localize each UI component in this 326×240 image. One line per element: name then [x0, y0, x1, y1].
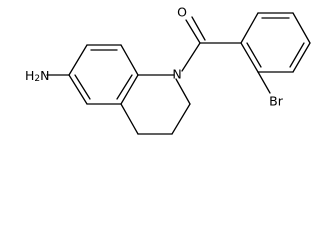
bond-c8a-c4a — [120, 44, 139, 76]
bromine-label: Br — [269, 94, 284, 109]
aromatic-ring-quinoline — [68, 44, 139, 105]
ring-nitrogen-label: N — [172, 67, 181, 82]
amine-n-label: N — [40, 68, 49, 83]
molecule-structure-diagram: O N Br H2N — [25, 5, 311, 135]
bond-p4-p5 — [292, 42, 311, 73]
bond-c4-c4a — [120, 103, 139, 135]
carbonyl-group — [181, 16, 242, 72]
bond-c2-c3 — [171, 103, 191, 135]
oxygen-label: O — [177, 5, 187, 20]
bond-c8-c8a — [120, 74, 139, 105]
carbonyl-double-bond-2 — [191, 16, 206, 41]
double-bond-p-right — [289, 42, 305, 68]
double-bond-left — [74, 74, 91, 100]
bond-c6-c7 — [68, 74, 88, 105]
bond-p3-p4 — [292, 12, 311, 44]
double-bond-p-left — [246, 42, 262, 68]
bond-p1-p2 — [240, 12, 259, 44]
bond-n1-carbonyl-c — [181, 42, 201, 72]
saturated-ring — [120, 74, 191, 135]
aromatic-ring-bromophenyl — [240, 12, 311, 73]
amine-subscript-label: 2 — [34, 74, 40, 84]
carbonyl-double-bond-1 — [185, 19, 201, 44]
bond-n1-c2 — [175, 78, 191, 105]
bond-c5-c6 — [68, 44, 88, 76]
bond-p6-p1 — [240, 42, 259, 73]
double-bond-right — [116, 74, 133, 100]
amine-group-label: H2N — [25, 68, 50, 85]
bond-p6-br — [257, 71, 271, 94]
amine-h-label: H — [25, 68, 34, 83]
